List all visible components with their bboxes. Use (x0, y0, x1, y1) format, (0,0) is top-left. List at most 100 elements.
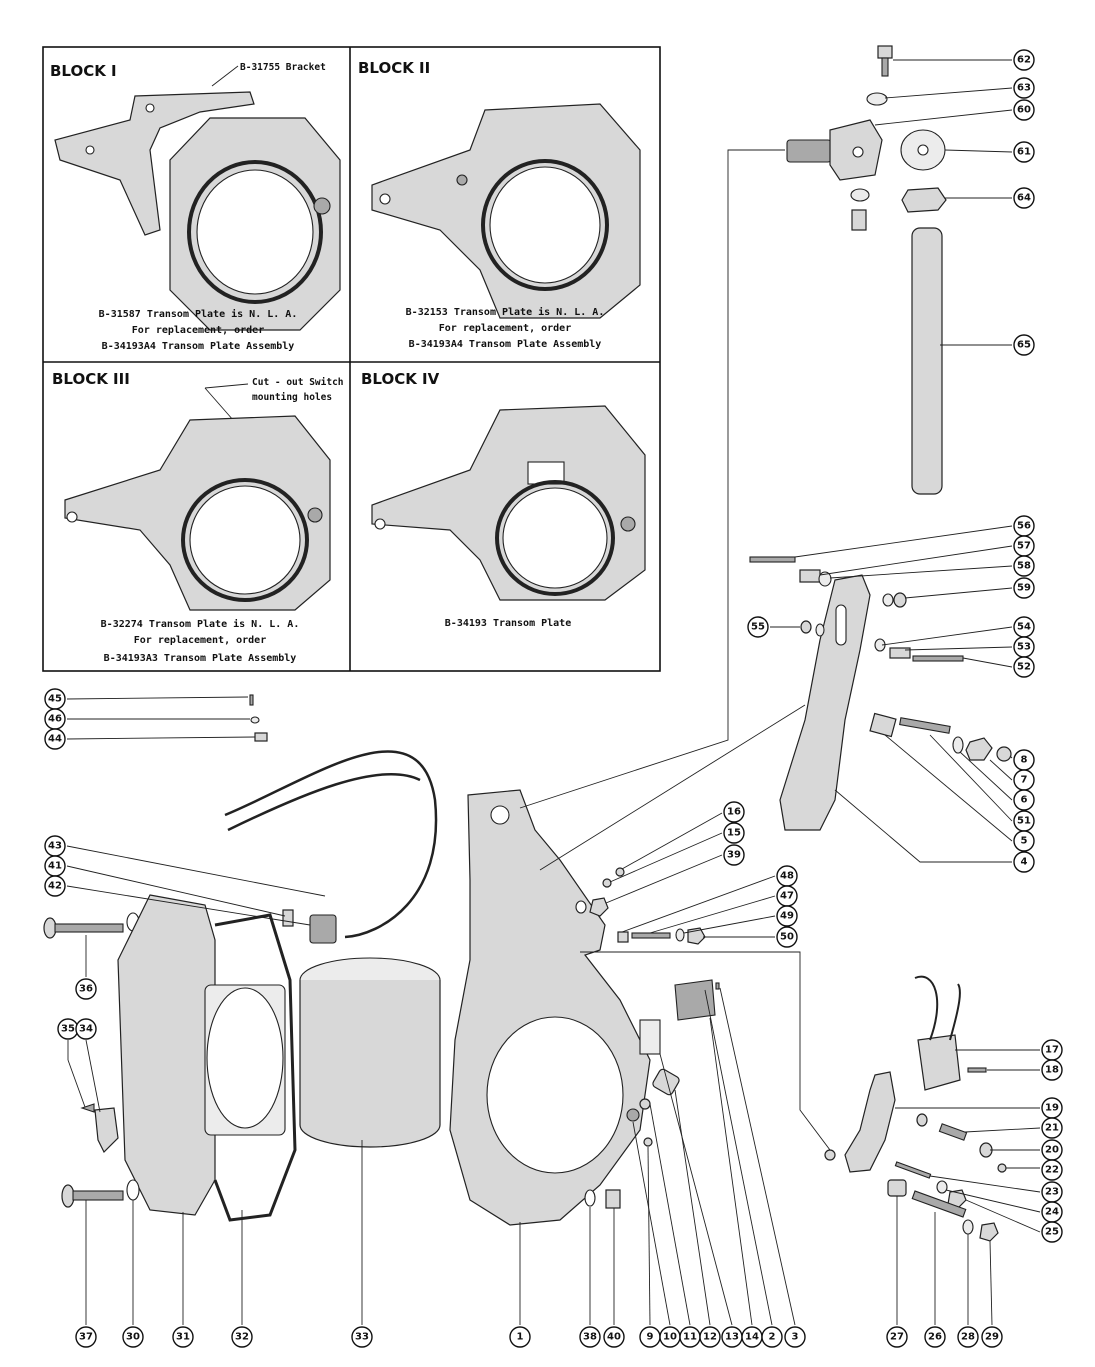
part-18 (967, 1067, 987, 1073)
callout-number: 12 (703, 1332, 717, 1343)
callout-21: 21 (1041, 1117, 1063, 1139)
part-21 (938, 1123, 968, 1141)
callout-number: 9 (647, 1332, 654, 1343)
wire-harness (224, 750, 438, 939)
callout-number: 2 (769, 1332, 776, 1343)
part-51 (899, 717, 951, 734)
callout-number: 30 (126, 1332, 140, 1343)
block-3-caption-2: For replacement, order (134, 635, 266, 646)
callout-number: 28 (961, 1332, 975, 1343)
callout-43: 43 (44, 835, 66, 857)
callout-number: 39 (727, 850, 741, 861)
part-64 (901, 187, 947, 213)
callout-15: 15 (723, 822, 745, 844)
callout-40: 40 (603, 1326, 625, 1348)
callout-20: 20 (1041, 1139, 1063, 1161)
callout-3: 3 (784, 1326, 806, 1348)
part-55 (800, 620, 812, 634)
block-2-title: BLOCK II (358, 59, 430, 77)
callout-number: 54 (1017, 622, 1031, 633)
block-3-caption-1: B-32274 Transom Plate is N. L. A. (101, 618, 300, 630)
callout-number: 59 (1017, 583, 1031, 594)
callout-61: 61 (1013, 141, 1035, 163)
callout-number: 40 (607, 1332, 621, 1343)
callout-23: 23 (1041, 1181, 1063, 1203)
part-13 (639, 1019, 661, 1055)
callout-52: 52 (1013, 656, 1035, 678)
callout-49: 49 (776, 905, 798, 927)
part-62b (851, 209, 867, 231)
callout-number: 13 (725, 1332, 739, 1343)
callout-6: 6 (1013, 789, 1035, 811)
callout-number: 57 (1017, 541, 1031, 552)
callout-number: 52 (1017, 662, 1031, 673)
callout-number: 27 (890, 1332, 904, 1343)
part-16 (615, 867, 625, 877)
callout-22: 22 (1041, 1159, 1063, 1181)
callout-1: 1 (509, 1326, 531, 1348)
callout-19: 19 (1041, 1097, 1063, 1119)
callout-number: 17 (1045, 1045, 1059, 1056)
callout-number: 24 (1045, 1207, 1059, 1218)
block-1-caption-1: B-31587 Transom Plate is N. L. A. (99, 308, 298, 320)
part-4 (779, 574, 871, 831)
part-25 (947, 1189, 967, 1209)
part-57 (799, 569, 821, 583)
part-63b (850, 188, 870, 202)
callout-number: 65 (1017, 340, 1031, 351)
part-61 (900, 129, 946, 171)
part-11 (639, 1098, 651, 1110)
callout-number: 21 (1045, 1123, 1059, 1134)
block-3-caption-3: B-34193A3 Transom Plate Assembly (104, 653, 297, 664)
callout-29: 29 (981, 1326, 1003, 1348)
callout-5: 5 (1013, 830, 1035, 852)
callout-60: 60 (1013, 99, 1035, 121)
part-36 (43, 917, 124, 939)
callout-46: 46 (44, 708, 66, 730)
callout-28: 28 (957, 1326, 979, 1348)
part-8 (996, 746, 1012, 762)
callout-number: 50 (780, 932, 794, 943)
callout-4: 4 (1013, 851, 1035, 873)
callout-51: 51 (1013, 810, 1035, 832)
callout-26: 26 (924, 1326, 946, 1348)
callout-58: 58 (1013, 555, 1035, 577)
part-50 (687, 927, 706, 945)
callout-number: 35 (61, 1024, 75, 1035)
part-44 (254, 732, 268, 742)
callout-number: 25 (1045, 1227, 1059, 1238)
callout-number: 56 (1017, 521, 1031, 532)
callout-47: 47 (776, 885, 798, 907)
callout-number: 26 (928, 1332, 942, 1343)
part-35 (80, 1103, 95, 1113)
part-27 (887, 1179, 907, 1197)
callout-number: 51 (1017, 816, 1031, 827)
part-47 (631, 932, 671, 939)
callout-9: 9 (639, 1326, 661, 1348)
callout-8: 8 (1013, 749, 1035, 771)
callout-number: 63 (1017, 83, 1031, 94)
callout-34: 34 (75, 1018, 97, 1040)
callout-64: 64 (1013, 187, 1035, 209)
part-49 (675, 928, 685, 942)
part-63 (866, 92, 888, 106)
part-7 (965, 737, 993, 761)
callout-38: 38 (579, 1326, 601, 1348)
callout-57: 57 (1013, 535, 1035, 557)
part-15 (602, 878, 612, 888)
callout-number: 64 (1017, 193, 1031, 204)
callout-number: 58 (1017, 561, 1031, 572)
callout-number: 29 (985, 1332, 999, 1343)
callout-number: 8 (1021, 755, 1028, 766)
callout-63: 63 (1013, 77, 1035, 99)
callout-39: 39 (723, 844, 745, 866)
callout-54: 54 (1013, 616, 1035, 638)
part-3 (715, 982, 720, 990)
callout-number: 6 (1021, 795, 1028, 806)
part-14 (674, 979, 716, 1021)
part-40 (605, 1189, 621, 1209)
callout-number: 46 (48, 714, 62, 725)
block-inset-panel (42, 46, 661, 672)
part-52 (912, 655, 964, 662)
